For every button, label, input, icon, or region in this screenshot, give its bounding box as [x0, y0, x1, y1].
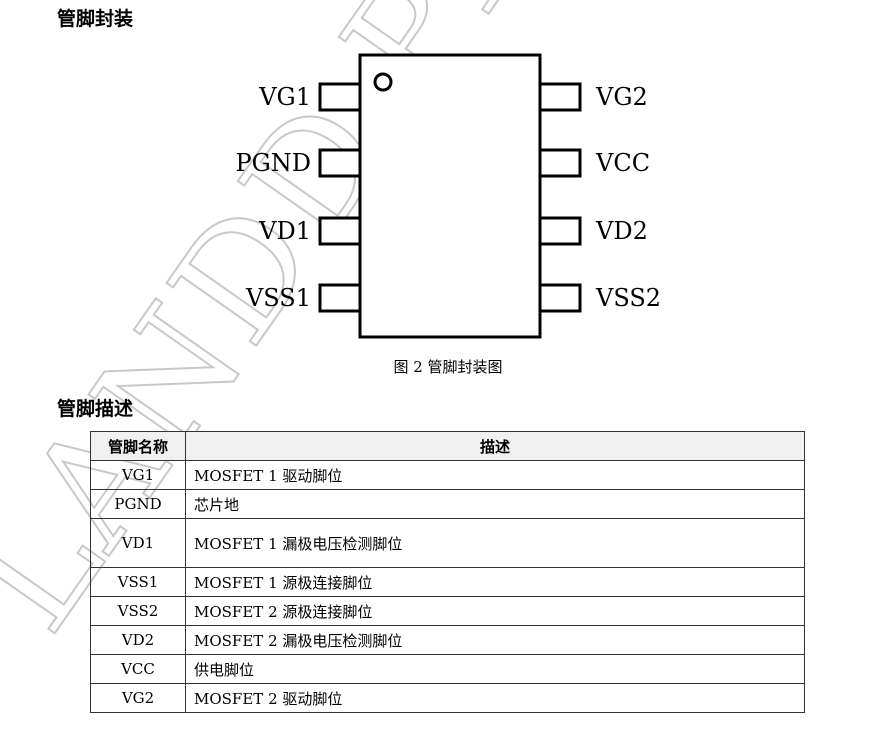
table-row: VSS1 MOSFET 1 源极连接脚位: [90, 567, 805, 597]
pin-name-cell: VG2: [90, 683, 186, 713]
table-row: VG2 MOSFET 2 驱动脚位: [90, 683, 805, 713]
pin-name-cell: VSS2: [90, 596, 186, 626]
section-title-package: 管脚封装: [57, 8, 134, 30]
pin1-marker: [373, 72, 393, 92]
figure-caption: 图 2 管脚封装图: [393, 358, 503, 376]
pin-label-left: VG1: [258, 83, 311, 111]
pin-description-table: 管脚名称 描述 VG1 MOSFET 1 驱动脚位 PGND 芯片地 VD1 M…: [90, 431, 805, 713]
pin-desc-cell: MOSFET 1 源极连接脚位: [185, 567, 805, 597]
pin-desc-cell: 供电脚位: [185, 654, 805, 684]
pin-name-cell: VD2: [90, 625, 186, 655]
pin-name-cell: VD1: [90, 518, 186, 568]
pin-label-left: PGND: [235, 149, 311, 177]
table-row: VG1 MOSFET 1 驱动脚位: [90, 460, 805, 490]
pin-name-cell: VCC: [90, 654, 186, 684]
pin-lead-right: [538, 148, 582, 178]
pin-desc-cell: MOSFET 1 漏极电压检测脚位: [185, 518, 805, 568]
pin-label-right: VCC: [595, 149, 650, 177]
chip-body: [358, 53, 542, 339]
pin-desc-cell: MOSFET 2 源极连接脚位: [185, 596, 805, 626]
pin-lead-left: [318, 148, 362, 178]
pin-lead-right: [538, 82, 582, 112]
table-row: VCC 供电脚位: [90, 654, 805, 684]
header-description: 描述: [185, 431, 805, 461]
pin-lead-left: [318, 283, 362, 313]
pin-desc-cell: 芯片地: [185, 489, 805, 519]
pin-name-cell: VG1: [90, 460, 186, 490]
pin-lead-right: [538, 216, 582, 246]
pin-label-right: VSS2: [595, 284, 661, 312]
table-row: VD1 MOSFET 1 漏极电压检测脚位: [90, 518, 805, 568]
pin-lead-right: [538, 283, 582, 313]
pin-desc-cell: MOSFET 2 漏极电压检测脚位: [185, 625, 805, 655]
table-row: VSS2 MOSFET 2 源极连接脚位: [90, 596, 805, 626]
pin-desc-cell: MOSFET 1 驱动脚位: [185, 460, 805, 490]
section-title-pin-description: 管脚描述: [57, 398, 134, 420]
pin-lead-left: [318, 216, 362, 246]
pin-label-right: VG2: [595, 83, 648, 111]
header-pin-name: 管脚名称: [90, 431, 186, 461]
pin-name-cell: VSS1: [90, 567, 186, 597]
pin-lead-left: [318, 82, 362, 112]
pin-desc-cell: MOSFET 2 驱动脚位: [185, 683, 805, 713]
pin-label-right: VD2: [595, 217, 648, 245]
table-row: PGND 芯片地: [90, 489, 805, 519]
table-row: VD2 MOSFET 2 漏极电压检测脚位: [90, 625, 805, 655]
table-header-row: 管脚名称 描述: [90, 431, 805, 461]
pin-name-cell: PGND: [90, 489, 186, 519]
pin-label-left: VD1: [258, 217, 311, 245]
pin-label-left: VSS1: [245, 284, 311, 312]
